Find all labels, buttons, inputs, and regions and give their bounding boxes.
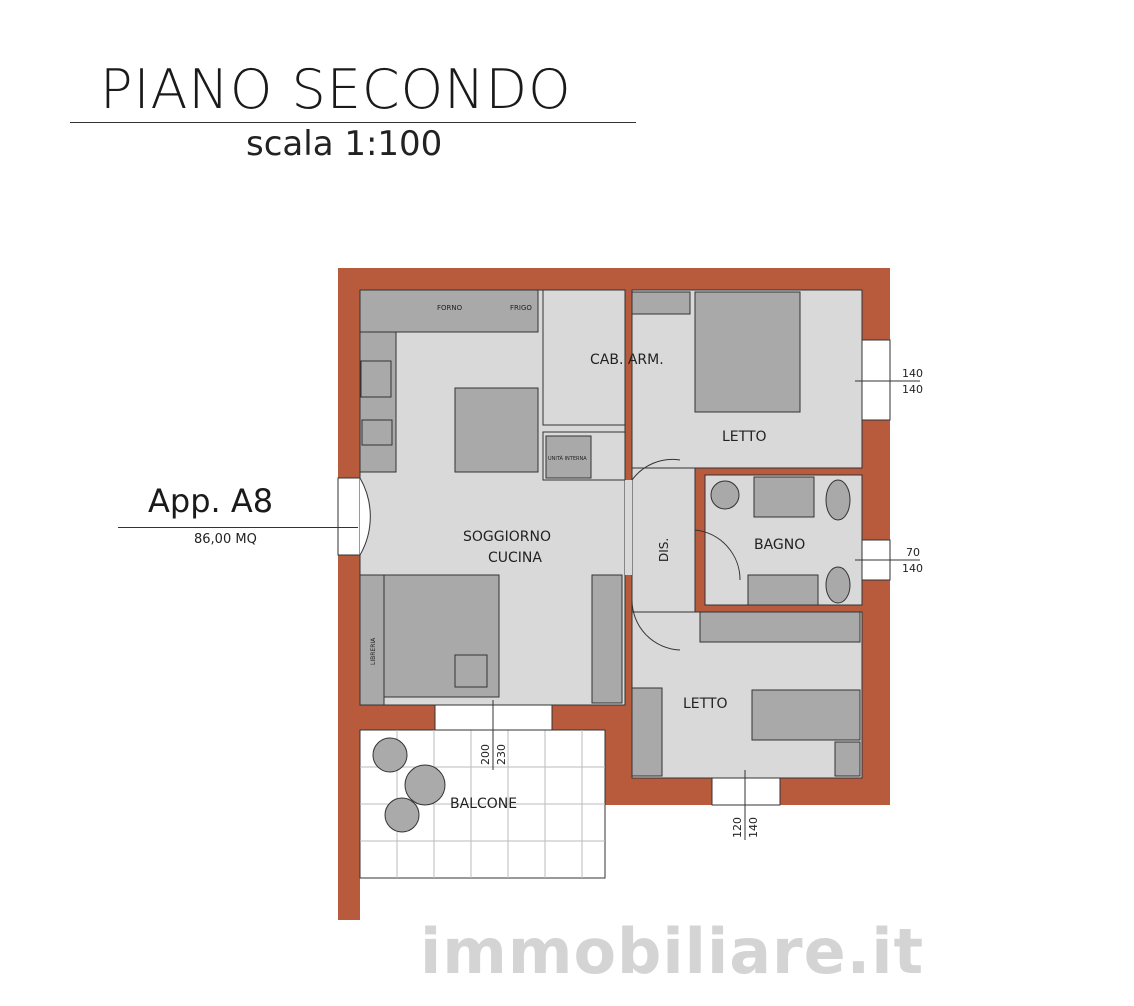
window: [711, 777, 781, 806]
room-label-bedroom1: LETTO: [722, 429, 767, 445]
dim-bed2-b: 140: [747, 817, 760, 838]
watermark: immobiliare.it: [420, 915, 925, 988]
dim-bath-top: 70: [906, 546, 920, 559]
entrance-door[interactable]: [337, 477, 361, 556]
tv-cabinet: [591, 574, 623, 704]
room-label-balcony: BALCONE: [450, 796, 517, 812]
room-label-bathroom: BAGNO: [754, 537, 805, 553]
indoor-unit-label: UNITÀ INTERNA: [548, 455, 587, 462]
dining-table: [454, 387, 539, 473]
double-bed: [694, 291, 801, 413]
door-swing: [694, 529, 741, 581]
nightstand: [834, 741, 861, 777]
bookcase: [359, 574, 385, 706]
stove-icon: [360, 360, 392, 398]
sink-icon: [361, 419, 393, 446]
wardrobe: [699, 611, 861, 643]
dim-bed2-a: 120: [731, 817, 744, 838]
room-label-wardrobe: CAB. ARM.: [590, 352, 664, 368]
window: [861, 339, 891, 421]
chair-icon: [372, 737, 408, 773]
chair-icon: [384, 797, 420, 833]
wardrobe-floor: [542, 289, 626, 426]
dim-bed1-bottom: 140: [902, 383, 923, 396]
dim-bath-bottom: 140: [902, 562, 923, 575]
pouf: [454, 654, 488, 688]
washbasin: [747, 574, 819, 606]
indoor-unit: [545, 435, 592, 479]
door-swing: [359, 477, 371, 556]
plan-title: PIANO SECONDO: [100, 58, 572, 121]
fridge-label: FRIGO: [510, 304, 532, 312]
door-swing: [631, 458, 681, 481]
dim-living-b: 230: [495, 744, 508, 765]
dim-living-a: 200: [479, 744, 492, 765]
room-label-kitchen: CUCINA: [488, 550, 542, 566]
bookcase-label: LIBRERIA: [370, 637, 377, 665]
plan-scale: scala 1:100: [246, 124, 443, 164]
door-swing: [631, 599, 681, 651]
desk: [631, 687, 663, 777]
balcony-side-wall: [338, 700, 360, 920]
unit-name: App. A8: [148, 482, 274, 520]
corridor-floor: [631, 467, 696, 613]
room-label-living: SOGGIORNO: [463, 529, 551, 545]
toilet-icon: [825, 479, 851, 521]
balcony: [359, 729, 606, 879]
room-label-corridor: DIS.: [657, 538, 671, 562]
bidet-icon: [825, 566, 851, 604]
washing-machine-icon: [710, 480, 740, 510]
single-bed: [751, 689, 861, 741]
kitchen-counter: [359, 289, 539, 333]
dim-bed1-top: 140: [902, 367, 923, 380]
unit-divider: [118, 527, 358, 528]
oven-label: FORNO: [437, 304, 463, 312]
unit-area: 86,00 MQ: [194, 532, 257, 547]
kitchen-counter: [359, 331, 397, 473]
title-divider: [70, 122, 636, 123]
table-icon: [404, 764, 446, 806]
bathtub: [753, 476, 815, 518]
room-label-bedroom2: LETTO: [683, 696, 728, 712]
wardrobe: [631, 291, 691, 315]
